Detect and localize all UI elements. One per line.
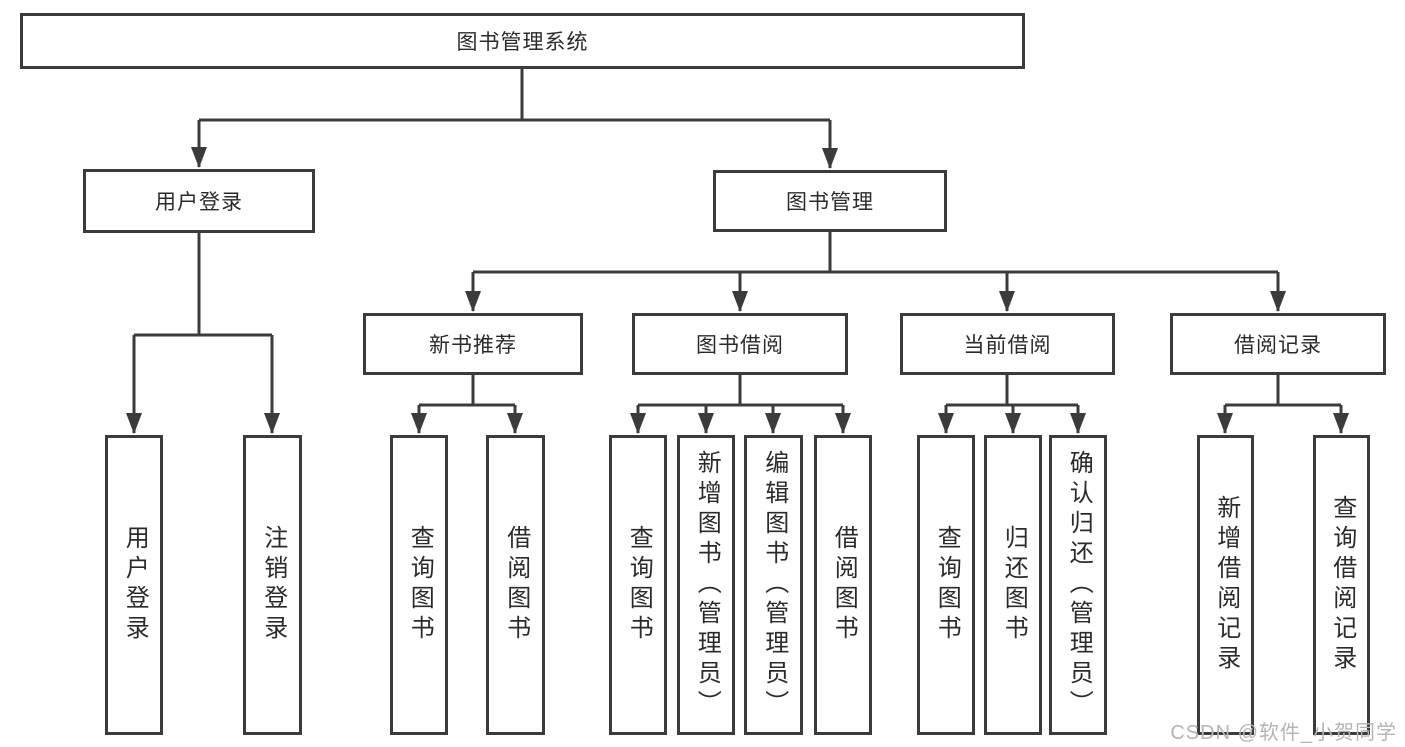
leaf-return-books: 归还图书 bbox=[984, 435, 1042, 735]
edges-book-management bbox=[465, 232, 1286, 312]
leaf-borrow-books: 借阅图书 bbox=[814, 435, 872, 735]
edges-user-login bbox=[126, 233, 280, 434]
edges-current-borrow bbox=[938, 375, 1086, 434]
node-new-book-recommend: 新书推荐 bbox=[363, 313, 583, 375]
edges-borrow-records bbox=[1217, 375, 1349, 434]
edges-new-book-recommend bbox=[411, 375, 523, 434]
node-book-borrow: 图书借阅 bbox=[632, 313, 848, 375]
node-borrow-records: 借阅记录 bbox=[1170, 313, 1386, 375]
leaf-logout: 注销登录 bbox=[243, 435, 302, 735]
leaf-query-borrow-record: 查询借阅记录 bbox=[1313, 435, 1370, 735]
node-book-management: 图书管理 bbox=[713, 170, 947, 232]
node-current-borrow: 当前借阅 bbox=[900, 313, 1115, 375]
leaf-confirm-return-admin: 确认归还（管理员） bbox=[1049, 435, 1107, 735]
node-user-login: 用户登录 bbox=[83, 169, 315, 233]
leaf-user-login: 用户登录 bbox=[105, 435, 163, 735]
csdn-watermark: CSDN @软件_小贺同学 bbox=[1170, 722, 1397, 744]
leaf-add-books-admin: 新增图书（管理员） bbox=[677, 435, 735, 735]
node-library-system: 图书管理系统 bbox=[20, 13, 1025, 69]
leaf-borrow-books-recommend: 借阅图书 bbox=[486, 435, 545, 735]
edges-root bbox=[191, 69, 838, 169]
leaf-edit-books-admin: 编辑图书（管理员） bbox=[744, 435, 803, 735]
leaf-add-borrow-record: 新增借阅记录 bbox=[1197, 435, 1254, 735]
leaf-query-books-recommend: 查询图书 bbox=[390, 435, 448, 735]
edges-book-borrow bbox=[630, 375, 851, 434]
leaf-query-books-borrow: 查询图书 bbox=[609, 435, 667, 735]
leaf-query-books-current: 查询图书 bbox=[917, 435, 975, 735]
